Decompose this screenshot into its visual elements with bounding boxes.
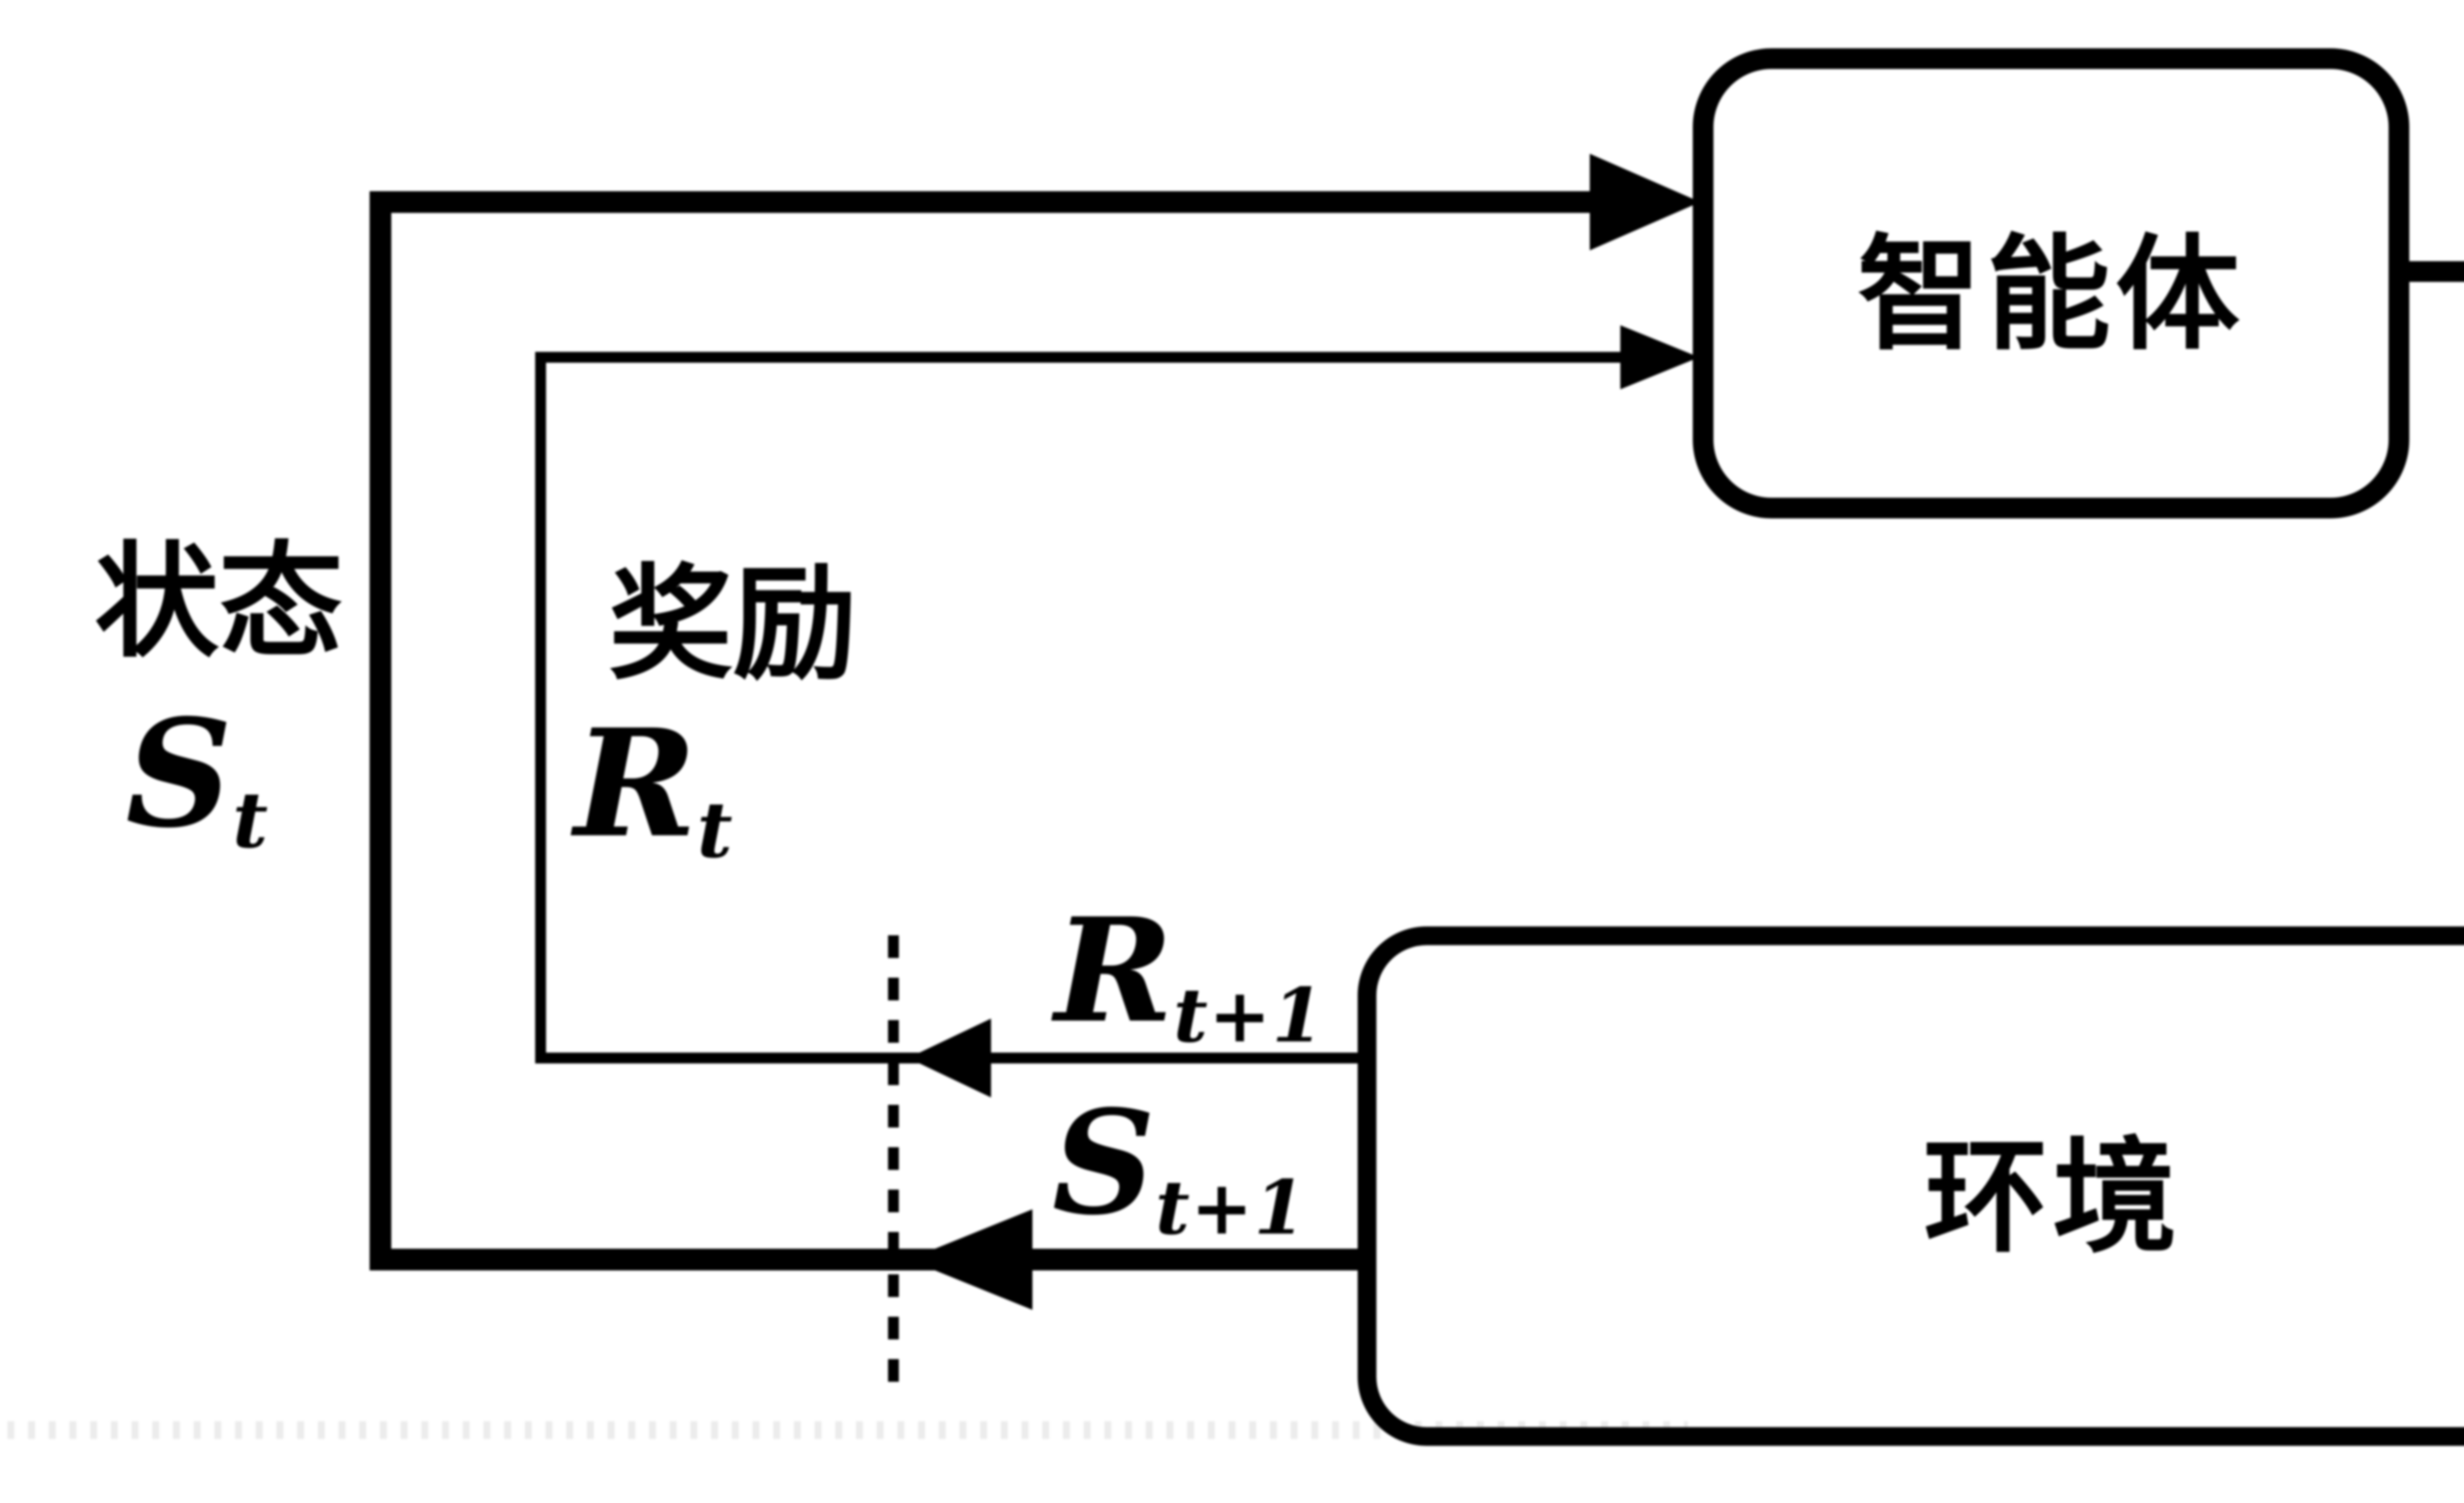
- next-state-line-bottom: [370, 1249, 1375, 1270]
- next-reward-symbol: Rt+1: [1055, 887, 1325, 1059]
- reward-line-top: [535, 352, 1621, 363]
- next-state-symbol: St+1: [1052, 1079, 1307, 1252]
- next-state-arrowhead-icon: [908, 1209, 1032, 1310]
- state-line-top: [370, 191, 1602, 213]
- state-line-left: [370, 191, 391, 1270]
- environment-box: 环境: [1358, 926, 2464, 1446]
- state-arrowhead-into-agent-icon: [1590, 154, 1700, 250]
- reward-symbol: Rt: [574, 696, 734, 875]
- reward-label: 奖励: [609, 551, 857, 697]
- agent-box: 智能体: [1693, 48, 2409, 518]
- time-step-boundary-dashed-line: [888, 935, 899, 1390]
- cropped-caption-remnant: [7, 1421, 1688, 1439]
- agent-box-label: 智能体: [1857, 221, 2245, 367]
- state-symbol: St: [126, 686, 269, 865]
- environment-box-label: 环境: [1923, 1124, 2182, 1270]
- reward-line-left: [535, 352, 546, 1061]
- reward-arrowhead-into-agent-icon: [1620, 325, 1699, 389]
- next-reward-arrowhead-icon: [908, 1019, 991, 1097]
- state-label: 状态: [95, 529, 343, 675]
